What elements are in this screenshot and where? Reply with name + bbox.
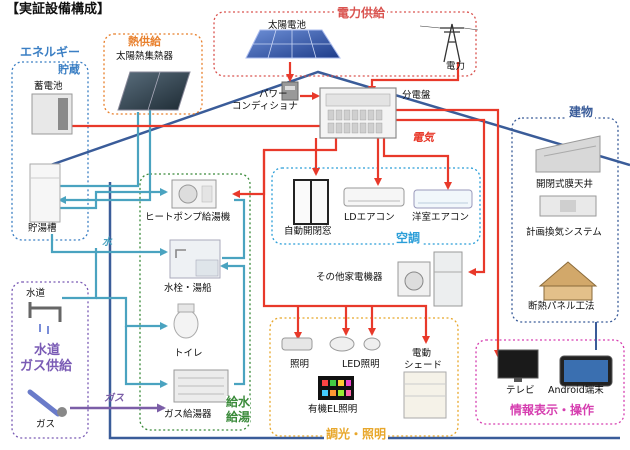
group-power-supply: 電力供給: [335, 6, 388, 20]
label-grid-power: 電力: [446, 61, 466, 72]
toilet-icon: [173, 303, 199, 339]
label-faucet-bath: 水栓・湯船: [164, 283, 212, 294]
aircon-box: [271, 167, 481, 245]
storage-tank-icon: [29, 163, 61, 223]
water-line-tank-faucet: [50, 234, 168, 256]
tv-icon: [497, 349, 539, 382]
power-tower-icon: [419, 23, 479, 63]
label-led-lighting: LED照明: [342, 359, 380, 370]
group-heat-supply: 熱供給: [128, 35, 161, 48]
group-water-gas-1: 水道: [34, 343, 61, 358]
label-solar-collector: 太陽熱集熱器: [116, 51, 174, 62]
label-distribution-board: 分電盤: [402, 90, 431, 101]
heat-supply-box: [103, 33, 203, 115]
solar-panel-icon: [245, 29, 341, 59]
label-electricity: 電気: [412, 131, 434, 144]
water-gas-box: [11, 281, 89, 439]
organic-el-icon: [318, 376, 354, 400]
group-hot-water-1: 給水: [226, 395, 251, 409]
group-lighting: 調光・照明: [324, 427, 389, 441]
ventilation-icon: [539, 195, 597, 217]
ld-aircon-icon: [343, 187, 405, 207]
label-toilet: トイレ: [174, 348, 203, 359]
label-electric-shade-1: 電動: [412, 348, 432, 359]
label-battery: 蓄電池: [34, 81, 63, 92]
group-aircon: 空調: [394, 231, 423, 245]
label-android-terminal: Android端末: [548, 385, 604, 396]
elec-line-board-battery: [52, 124, 322, 134]
label-western-aircon: 洋室エアコン: [412, 212, 470, 223]
power-supply-box: [213, 11, 477, 77]
water-line-hp-faucet: [222, 198, 246, 260]
openable-ceiling-icon: [535, 135, 601, 173]
faucet-bath-icon: [169, 239, 221, 279]
power-conditioner-icon: [281, 81, 299, 101]
elec-line-main-down: [262, 138, 430, 344]
insulation-panel-icon: [538, 261, 598, 301]
group-hot-water-2: 給湯: [226, 410, 251, 424]
label-gas-heater: ガス給湯器: [164, 409, 212, 420]
electric-shade-icon: [403, 371, 447, 419]
label-gas-line: ガス: [104, 393, 124, 404]
label-auto-window: 自動開閉窓: [284, 226, 332, 237]
android-terminal-icon: [559, 355, 613, 387]
water-line-collector-tank: [58, 110, 152, 204]
label-power-conditioner-2: コンディショナ: [232, 101, 298, 112]
water-line-main: [62, 248, 98, 300]
gas-heater-icon: [173, 369, 229, 403]
page-title: 【実証設備構成】: [6, 2, 111, 17]
label-water-source: 水道: [26, 288, 46, 299]
ceiling-light-icon: [281, 337, 313, 351]
group-energy-storage-2: 貯蔵: [58, 63, 80, 76]
distribution-board-icon: [319, 87, 397, 139]
label-insulation-panel: 断熱パネル工法: [528, 301, 595, 312]
elec-line-to-westac: [382, 138, 452, 190]
battery-icon: [31, 93, 73, 135]
label-power-conditioner-1: パワー: [259, 89, 288, 100]
label-water-line: 水: [102, 237, 112, 248]
label-gas-source: ガス: [36, 419, 56, 430]
washing-machine-icon: [397, 261, 431, 297]
label-heat-pump: ヒートポンプ給湯機: [145, 212, 231, 223]
hot-water-box: [139, 173, 251, 431]
elec-line-grid-board: [368, 62, 460, 94]
label-ventilation: 計画換気システム: [526, 227, 602, 238]
western-aircon-icon: [413, 189, 473, 209]
label-lighting: 照明: [290, 359, 310, 370]
energy-storage-box: [11, 61, 89, 241]
water-line-gasheater-faucet: [220, 262, 246, 386]
label-electric-shade-2: シェード: [404, 360, 443, 371]
label-solar-panel: 太陽電池: [268, 20, 307, 31]
label-ld-aircon: LDエアコン: [344, 212, 395, 223]
group-info: 情報表示・操作: [508, 403, 597, 417]
group-water-gas-2: ガス供給: [20, 359, 73, 374]
group-building: 建物: [567, 105, 596, 119]
heat-pump-icon: [171, 179, 217, 209]
label-tv: テレビ: [506, 385, 535, 396]
water-line-to-toilet: [96, 296, 168, 330]
elec-line-to-heatpump: [232, 150, 266, 198]
label-storage-tank: 貯湯槽: [28, 223, 57, 234]
label-other-appliances: その他家電機器: [316, 272, 383, 283]
water-faucet-icon: [28, 302, 62, 334]
elec-line-to-tv: [396, 108, 502, 358]
water-line-tank-collector: [60, 112, 140, 188]
building-box: [511, 117, 619, 323]
label-organic-el: 有機EL照明: [308, 404, 358, 415]
refrigerator-icon: [433, 251, 463, 307]
group-energy-storage-1: エネルギー: [20, 45, 81, 59]
label-openable-ceiling: 開閉式膜天井: [536, 179, 594, 190]
house-outline: [41, 70, 630, 440]
elec-line-to-appliances: [396, 118, 486, 276]
gas-valve-icon: [27, 389, 67, 417]
water-line-tank-hp: [60, 188, 168, 210]
window-icon: [293, 179, 329, 225]
solar-collector-icon: [117, 71, 191, 111]
info-box: [475, 339, 625, 425]
led-light-icon: [329, 336, 381, 352]
water-line-to-gasheater: [124, 326, 168, 388]
